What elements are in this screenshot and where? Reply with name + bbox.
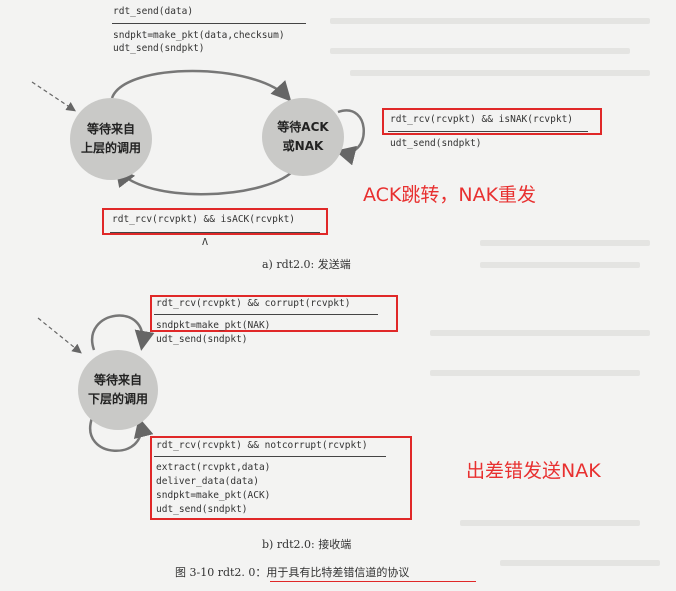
state-label-line-1: 等待来自 bbox=[93, 373, 142, 387]
state-label-line-2: 下层的调用 bbox=[87, 392, 148, 406]
sender-t2-event: rdt_rcv(rcvpkt) && isNAK(rcvpkt) bbox=[390, 114, 574, 125]
sender-t1-action-1: sndpkt=make_pkt(data,checksum) bbox=[113, 30, 285, 41]
state-wait-ack-or-nak: 等待ACK 或NAK bbox=[262, 98, 344, 176]
state-label-line-1: 等待来自 bbox=[86, 122, 135, 136]
receiver-t1-action-2: udt_send(sndpkt) bbox=[156, 334, 248, 345]
highlight-box-notcorrupt bbox=[150, 436, 412, 520]
caption-underline bbox=[270, 581, 476, 582]
sender-t2-divider bbox=[388, 131, 588, 132]
sender-t3-event: rdt_rcv(rcvpkt) && isACK(rcvpkt) bbox=[112, 214, 296, 225]
state-label-line-2: 或NAK bbox=[282, 139, 324, 153]
receiver-t1-divider bbox=[154, 314, 378, 315]
annotation-error-nak: 出差错发送NAK bbox=[466, 460, 601, 482]
receiver-t2-action-2: deliver_data(data) bbox=[156, 476, 259, 487]
sender-t2-action: udt_send(sndpkt) bbox=[390, 138, 482, 149]
receiver-t2-action-4: udt_send(sndpkt) bbox=[156, 504, 248, 515]
highlight-box-isack bbox=[102, 208, 328, 235]
highlight-box-corrupt bbox=[150, 295, 398, 332]
receiver-t2-action-1: extract(rcvpkt,data) bbox=[156, 462, 271, 473]
receiver-t1-action-1: sndpkt=make_pkt(NAK) bbox=[156, 320, 271, 331]
sender-t1-event: rdt_send(data) bbox=[113, 6, 194, 17]
state-label-line-1: 等待ACK bbox=[277, 120, 329, 134]
sender-t3-divider bbox=[110, 232, 320, 233]
state-label-line-2: 上层的调用 bbox=[80, 141, 141, 155]
sender-caption: a) rdt2.0: 发送端 bbox=[262, 258, 351, 271]
receiver-t2-event: rdt_rcv(rcvpkt) && notcorrupt(rcvpkt) bbox=[156, 440, 368, 451]
figure-caption: 图 3-10 rdt2. 0：用于具有比特差错信道的协议 bbox=[175, 566, 410, 579]
sender-t3-action: Λ bbox=[202, 237, 209, 248]
receiver-t2-action-3: sndpkt=make_pkt(ACK) bbox=[156, 490, 271, 501]
sender-t1-action-2: udt_send(sndpkt) bbox=[113, 43, 205, 54]
sender-t1-divider bbox=[112, 23, 306, 24]
receiver-t2-divider bbox=[154, 456, 386, 457]
state-wait-call-from-below: 等待来自 下层的调用 bbox=[78, 350, 158, 430]
highlight-box-isnak bbox=[382, 108, 602, 135]
state-wait-call-from-above: 等待来自 上层的调用 bbox=[70, 98, 152, 180]
annotation-ack-nak: ACK跳转，NAK重发 bbox=[363, 184, 537, 206]
receiver-t1-event: rdt_rcv(rcvpkt) && corrupt(rcvpkt) bbox=[156, 298, 351, 309]
receiver-caption: b) rdt2.0: 接收端 bbox=[262, 538, 352, 551]
